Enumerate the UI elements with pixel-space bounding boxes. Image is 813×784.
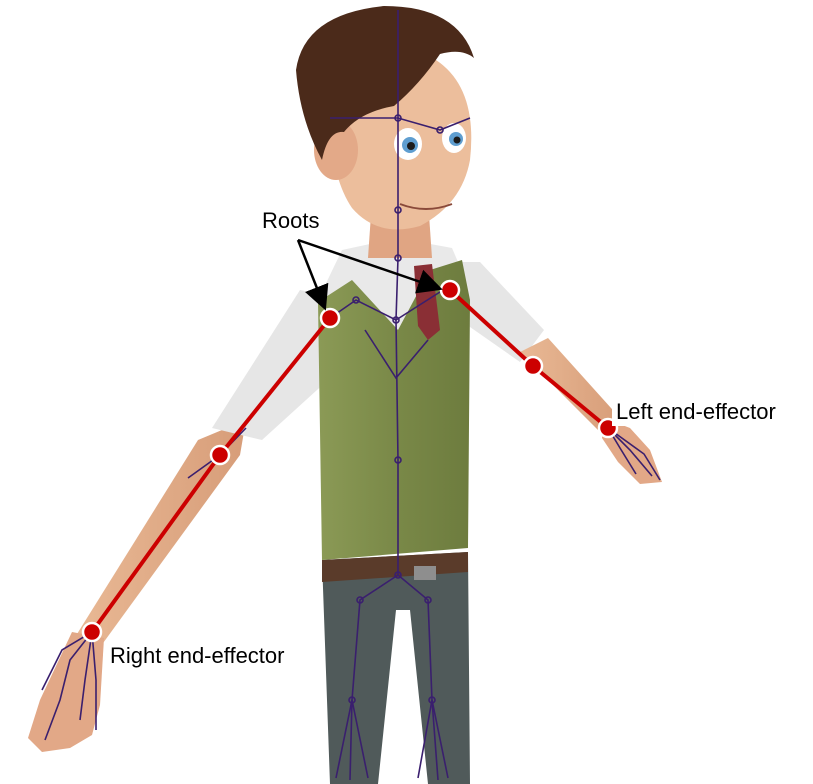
right-root-joint: [321, 309, 339, 327]
left-elbow-joint: [524, 357, 542, 375]
right-end-effector-label: Right end-effector: [110, 643, 284, 668]
right-elbow-joint: [211, 446, 229, 464]
belt-buckle: [414, 566, 436, 580]
pants: [322, 552, 470, 784]
left-end-effector-label: Left end-effector: [616, 399, 776, 424]
right-end-effector-joint: [83, 623, 101, 641]
right-forearm-chain: [92, 455, 220, 632]
right-hand: [28, 632, 104, 752]
roots-label: Roots: [262, 208, 319, 233]
left-root-joint: [441, 281, 459, 299]
